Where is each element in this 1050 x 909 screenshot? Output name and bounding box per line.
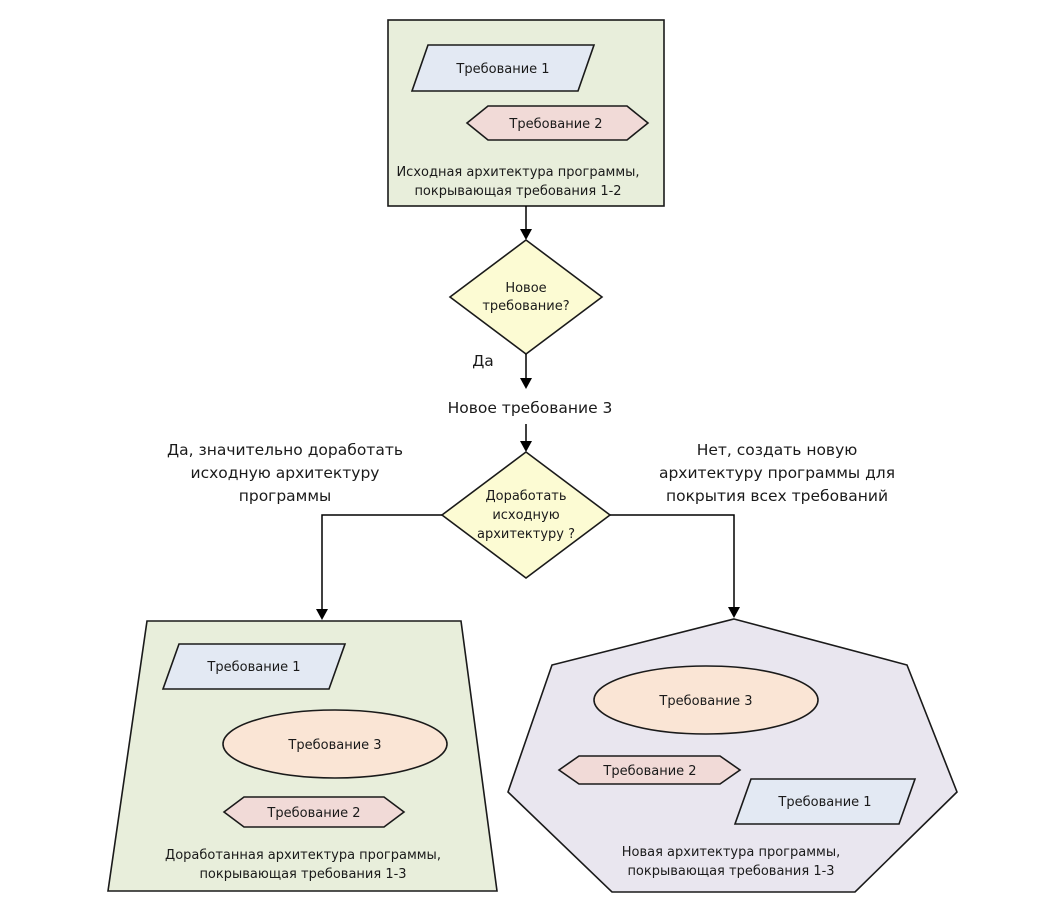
arrowhead-decision2 — [520, 441, 532, 452]
right-branch-label: Нет, создать новую архитектуру программы… — [659, 441, 895, 505]
decision-rework-architecture: Доработать исходную архитектуру ? — [440, 451, 612, 579]
decision1-label-line2: требование? — [482, 299, 569, 314]
arrowhead-left-box — [316, 609, 328, 620]
top-requirement-2-shape — [465, 105, 650, 141]
decision1-label-line1: Новое — [505, 281, 546, 296]
new-requirement-3-label: Новое требование 3 — [448, 399, 613, 417]
left-branch-line3: программы — [239, 487, 332, 505]
yes-label: Да — [472, 352, 494, 370]
decision-new-requirement: Новое требование? — [448, 239, 604, 355]
left-branch-label: Да, значительно доработать исходную архи… — [167, 441, 403, 505]
arrowhead-decision1 — [520, 229, 532, 240]
decision2-diamond — [440, 451, 612, 579]
left-requirement-3-shape — [222, 709, 448, 779]
left-branch-line2: исходную архитектуру — [191, 464, 380, 482]
left-requirement-1-shape — [161, 643, 347, 690]
left-requirement-2-shape — [222, 796, 406, 828]
new-architecture-box: Требование 3 Требование 2 Требование 1 Н… — [507, 618, 958, 893]
top-requirement-2-label: Требование 2 — [508, 117, 602, 132]
original-architecture-box: Требование 1 Требование 2 Исходная архит… — [387, 19, 665, 207]
decision2-label-line3: архитектуру ? — [477, 527, 575, 542]
right-caption-line-2: покрывающая требования 1-3 — [627, 864, 834, 879]
right-branch-line1: Нет, создать новую — [697, 441, 858, 459]
right-caption-line-1: Новая архитектура программы, — [622, 845, 840, 860]
reworked-architecture-box: Требование 1 Требование 3 Требование 2 Д… — [107, 620, 498, 892]
right-requirement-3-label: Требование 3 — [658, 694, 752, 709]
left-requirement-1-label: Требование 1 — [206, 660, 300, 675]
right-requirement-1-shape — [733, 778, 917, 825]
left-requirement-2-label: Требование 2 — [266, 806, 360, 821]
left-caption-line-1: Доработанная архитектура программы, — [165, 848, 441, 863]
connector-decision2-right — [610, 514, 735, 608]
connector-decision2-left — [321, 514, 442, 610]
right-branch-line3: покрытия всех требований — [666, 487, 888, 505]
left-caption-line-2: покрывающая требования 1-3 — [199, 867, 406, 882]
arrowhead-right-box — [728, 607, 740, 618]
arrowhead-new-req — [520, 378, 532, 389]
top-requirement-1-label: Требование 1 — [455, 62, 549, 77]
right-branch-line2: архитектуру программы для — [659, 464, 895, 482]
decision1-diamond — [448, 239, 604, 355]
left-requirement-3-label: Требование 3 — [287, 738, 381, 753]
decision2-label-line1: Доработать — [485, 489, 566, 504]
decision2-label-line2: исходную — [492, 508, 559, 523]
right-requirement-3-shape — [593, 665, 819, 735]
right-requirement-1-label: Требование 1 — [777, 795, 871, 810]
right-requirement-2-label: Требование 2 — [602, 764, 696, 779]
left-branch-line1: Да, значительно доработать — [167, 441, 403, 459]
top-caption-line-1: Исходная архитектура программы, — [396, 165, 639, 180]
top-requirement-1-shape — [410, 44, 596, 92]
right-requirement-2-shape — [557, 755, 742, 785]
top-caption-line-2: покрывающая требования 1-2 — [414, 184, 621, 199]
